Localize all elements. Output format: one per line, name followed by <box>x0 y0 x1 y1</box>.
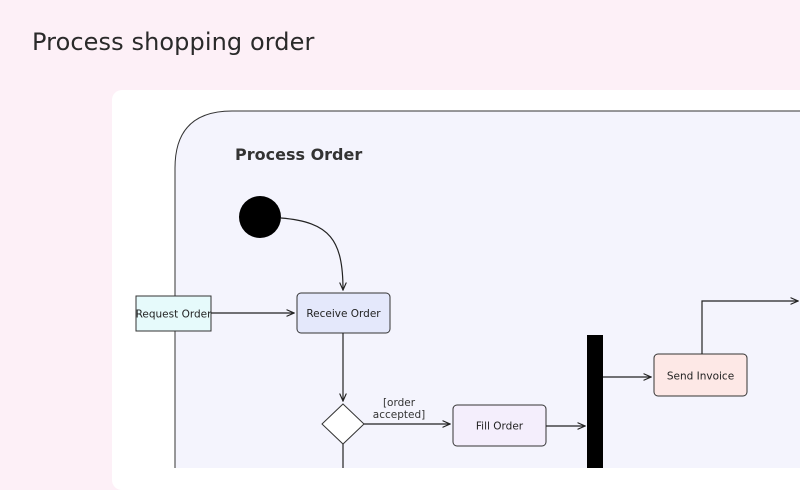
edge-initial-to-receive-order <box>280 217 343 290</box>
edge-send-invoice-out <box>701 301 798 354</box>
activity-diagram: Process Order Request Order Receive Orde… <box>135 110 800 468</box>
guard-order-accepted-line1: [order <box>383 397 416 409</box>
guard-order-accepted-line2: accepted] <box>373 409 425 421</box>
activity-title: Process Order <box>235 145 362 164</box>
receive-order-label: Receive Order <box>306 308 381 320</box>
request-order-label: Request Order <box>136 309 213 321</box>
fill-order-label: Fill Order <box>476 421 524 433</box>
send-invoice-node[interactable] <box>653 353 748 397</box>
send-invoice-label: Send Invoice <box>667 371 734 383</box>
fork-bar[interactable] <box>587 335 603 468</box>
page-title: Process shopping order <box>32 28 315 56</box>
request-order-node[interactable] <box>135 295 212 332</box>
initial-node[interactable] <box>239 196 281 238</box>
